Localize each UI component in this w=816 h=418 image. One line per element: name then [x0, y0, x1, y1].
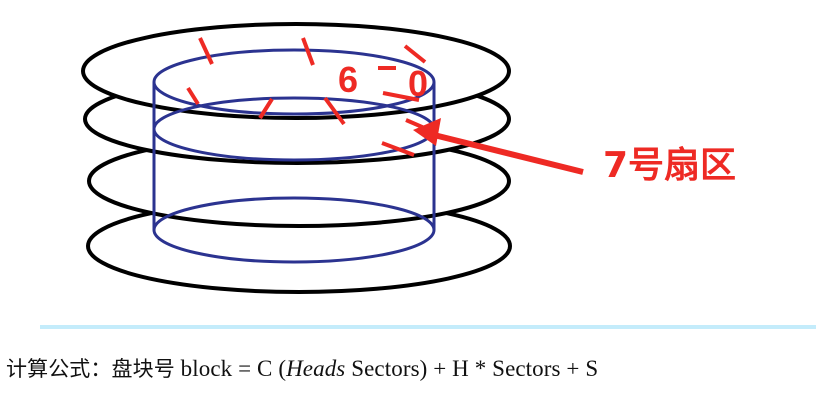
formula-rest: Sectors) + H * Sectors + S — [345, 356, 599, 381]
sector-number-zero: 0 — [408, 63, 428, 104]
sector-tick — [258, 97, 274, 120]
disk-diagram-svg: 6 0 7号扇区 — [40, 22, 816, 329]
sector-tick — [198, 37, 214, 65]
figure-baseline — [40, 325, 816, 329]
cylinder-bottom-arc — [152, 229, 436, 264]
arrow-head — [413, 118, 441, 146]
sector-arrow — [413, 118, 584, 175]
formula-prefix: 计算公式：盘块号 — [6, 357, 175, 381]
sector-number-six: 6 — [338, 59, 358, 100]
sector-tick — [403, 44, 427, 64]
block-number-formula: 计算公式：盘块号 block = C (Heads Sectors) + H *… — [6, 353, 598, 383]
sector-tick — [186, 86, 200, 106]
cylinder-bottom-back-arc — [152, 196, 436, 231]
formula-heads: Heads — [286, 356, 346, 381]
disk-diagram: 6 0 7号扇区 — [40, 22, 816, 329]
formula-block-eq: block = C ( — [174, 356, 287, 381]
arrow-shaft — [425, 130, 584, 175]
sector-tick — [323, 96, 346, 126]
sector-7-label: 7号扇区 — [603, 145, 736, 186]
sector-tick — [301, 37, 315, 66]
sector-tick — [381, 141, 415, 157]
cylinder — [152, 48, 436, 264]
sector-tick — [382, 91, 420, 102]
platter-1 — [81, 22, 511, 120]
